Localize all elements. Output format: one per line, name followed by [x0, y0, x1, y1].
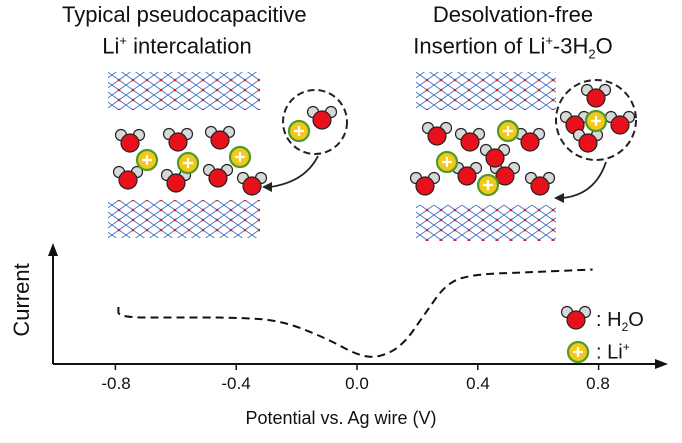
- axes: [48, 243, 668, 370]
- right-top-layer: [416, 72, 556, 110]
- right-schematic: [409, 72, 637, 241]
- left-title: Typical pseudocapacitive Li+ intercalati…: [62, 2, 307, 59]
- cv-curve: [117, 268, 593, 358]
- legend-li-symbol: [566, 340, 590, 364]
- x-tick-marks: [114, 364, 600, 370]
- right-title-line1: Desolvation-free: [432, 2, 594, 27]
- x-tick-label: -0.4: [221, 374, 251, 393]
- y-axis-label: Current: [9, 263, 34, 337]
- right-zoom-circle: [555, 79, 637, 161]
- x-tick-label: 0.4: [466, 374, 490, 393]
- legend-water-label: : H2O: [596, 309, 644, 334]
- x-axis-arrowhead: [655, 359, 668, 369]
- left-intercalants: [112, 125, 268, 196]
- right-title-line2: Insertion of Li+-3H2O: [413, 33, 613, 62]
- right-arrow: [561, 161, 607, 199]
- left-bottom-layer: [108, 200, 260, 238]
- left-title-line1: Typical pseudocapacitive: [62, 2, 307, 27]
- y-axis-arrowhead: [48, 243, 58, 256]
- x-tick-label: 0.8: [586, 374, 610, 393]
- left-arrow: [269, 155, 319, 188]
- x-axis-label: Potential vs. Ag wire (V): [245, 408, 437, 428]
- right-title: Desolvation-free Insertion of Li+-3H2O: [398, 2, 628, 68]
- right-bottom-layer: [416, 205, 556, 241]
- left-schematic: [108, 72, 348, 238]
- legend-water-symbol: [560, 305, 592, 330]
- left-title-line2: Li+ intercalation: [102, 33, 252, 59]
- x-tick-label: 0.0: [345, 374, 369, 393]
- x-tick-label: -0.8: [101, 374, 131, 393]
- legend-symbols: [560, 305, 592, 364]
- legend-li-label: : Li+: [596, 340, 630, 364]
- left-top-layer: [108, 72, 260, 110]
- right-intercalants: [409, 119, 556, 197]
- left-zoom-circle: [282, 89, 348, 155]
